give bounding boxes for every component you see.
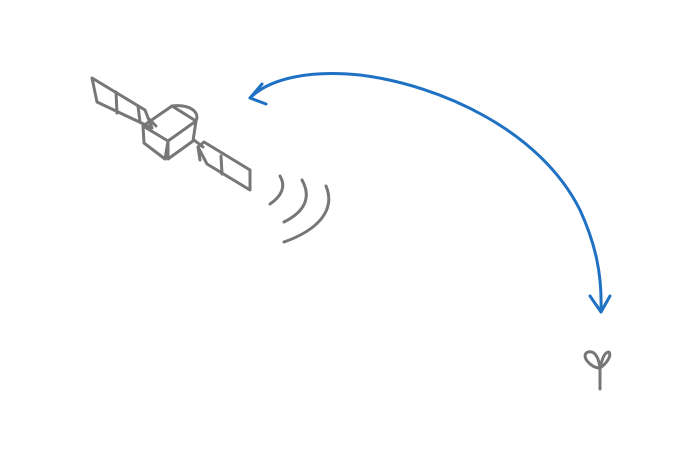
satellite-body [141,104,199,161]
satellite-right-panel [196,140,252,192]
satellite-left-panel [90,76,154,130]
arrowhead-satellite [248,82,268,106]
link-arc [248,72,603,312]
ground-antenna-icon [583,350,612,391]
signal-wave-medium [282,178,308,224]
antenna-right-lobe [598,350,612,370]
signal-wave-small [268,174,285,206]
satellite-left-arm [146,116,158,128]
arrowhead-ground [588,294,612,314]
signal-wave-large [282,184,331,244]
signal-waves-icon [268,174,331,244]
antenna-left-lobe [583,350,602,370]
satellite-icon [90,76,252,192]
bidirectional-link-arrow [248,72,612,314]
